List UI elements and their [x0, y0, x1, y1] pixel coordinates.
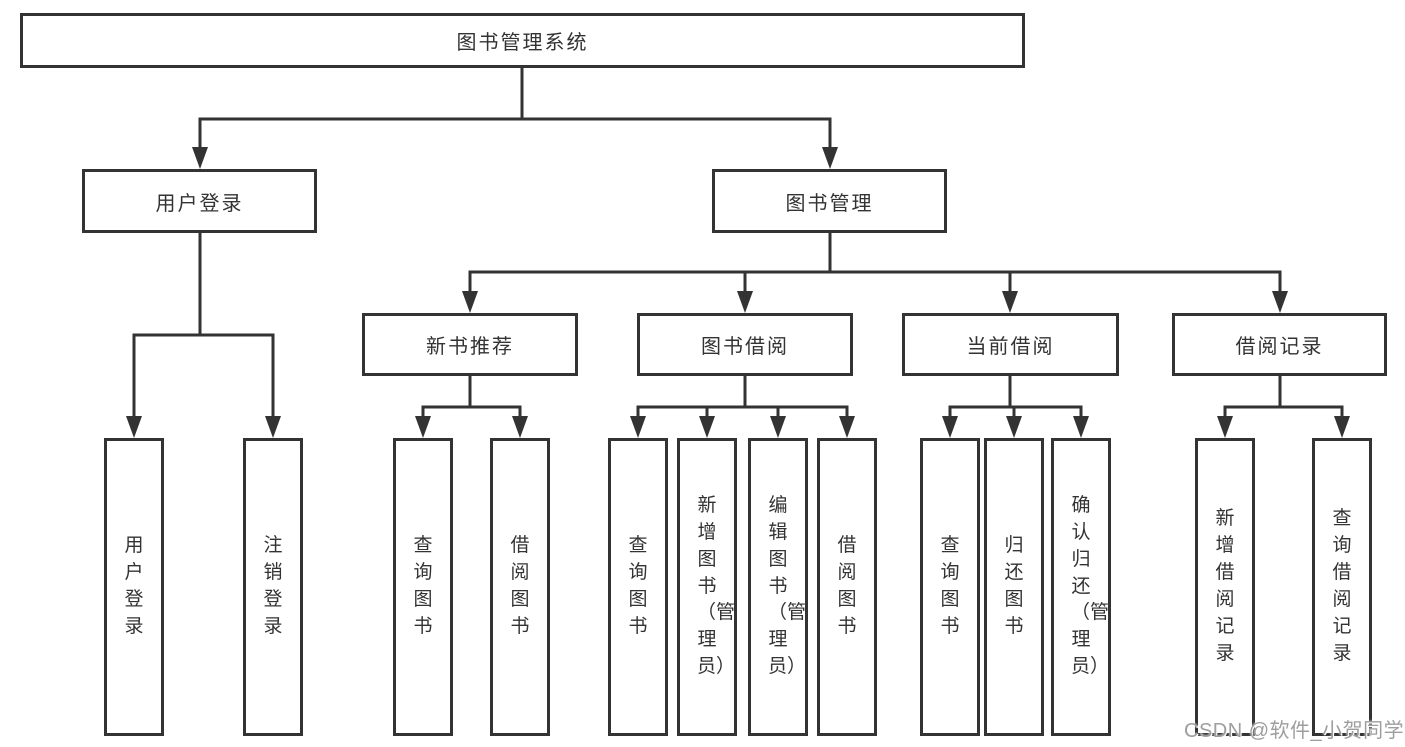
connector-root-to-level1 — [192, 66, 838, 169]
leaf-return-books: 归还图书 — [984, 438, 1044, 736]
node-root: 图书管理系统 — [20, 13, 1025, 68]
leaf-query-books-recommend: 查询图书 — [393, 438, 453, 736]
node-book-management-label: 图书管理 — [785, 192, 874, 215]
arrowhead — [126, 416, 142, 438]
node-book-management: 图书管理 — [712, 169, 947, 233]
node-new-book-recommend-label: 新书推荐 — [426, 336, 514, 358]
arrowhead — [265, 416, 281, 438]
leaf-logout-label: 注销登录 — [263, 535, 283, 637]
node-borrow-records: 借阅记录 — [1172, 313, 1387, 376]
leaf-add-books-admin-label: 新增图书（管理员） — [697, 494, 736, 678]
arrowhead — [942, 416, 958, 438]
leaf-borrow-books-recommend: 借阅图书 — [490, 438, 550, 736]
arrowhead — [1272, 291, 1288, 313]
arrowhead — [1002, 291, 1018, 313]
arrowhead — [1217, 416, 1233, 438]
node-new-book-recommend: 新书推荐 — [362, 313, 578, 376]
arrowhead — [699, 416, 715, 438]
connector-book-borrow-to-leaves — [630, 374, 855, 438]
leaf-edit-books-admin-label: 编辑图书（管理员） — [768, 494, 807, 678]
arrowhead — [512, 416, 528, 438]
leaf-user-login-label: 用户登录 — [124, 535, 144, 637]
arrowhead — [737, 291, 753, 313]
arrowhead — [192, 147, 208, 169]
node-user-login: 用户登录 — [82, 169, 317, 233]
leaf-borrow-books-label: 借阅图书 — [837, 535, 857, 637]
arrowhead — [770, 416, 786, 438]
leaf-add-borrow-record-label: 新增借阅记录 — [1215, 508, 1235, 664]
leaf-confirm-return-admin: 确认归还（管理员） — [1051, 438, 1111, 736]
arrowhead — [415, 416, 431, 438]
leaf-borrow-books-recommend-label: 借阅图书 — [510, 535, 530, 637]
node-root-label: 图书管理系统 — [456, 32, 589, 54]
node-user-login-label: 用户登录 — [155, 192, 244, 215]
arrowhead — [1073, 416, 1089, 438]
node-current-borrow-label: 当前借阅 — [966, 336, 1055, 358]
node-book-borrow: 图书借阅 — [637, 313, 853, 376]
arrowhead — [462, 291, 478, 313]
leaf-query-borrow-record-label: 查询借阅记录 — [1332, 508, 1352, 664]
leaf-query-books-borrow: 查询图书 — [608, 438, 668, 736]
leaf-query-books-borrow-label: 查询图书 — [628, 535, 648, 637]
leaf-add-books-admin: 新增图书（管理员） — [677, 438, 737, 736]
connector-book-management-to-modules — [462, 231, 1288, 313]
arrowhead — [1006, 416, 1022, 438]
leaf-query-books-current-label: 查询图书 — [940, 535, 960, 637]
connector-borrow-records-to-leaves — [1217, 374, 1350, 438]
connector-new-book-to-leaves — [415, 374, 528, 438]
node-borrow-records-label: 借阅记录 — [1235, 336, 1324, 358]
leaf-query-borrow-record: 查询借阅记录 — [1312, 438, 1372, 736]
node-book-borrow-label: 图书借阅 — [701, 336, 789, 358]
arrowhead — [839, 416, 855, 438]
arrowhead — [822, 147, 838, 169]
node-current-borrow: 当前借阅 — [902, 313, 1119, 376]
arrowhead — [1334, 416, 1350, 438]
leaf-edit-books-admin: 编辑图书（管理员） — [748, 438, 808, 736]
arrowhead — [630, 416, 646, 438]
leaf-logout: 注销登录 — [243, 438, 303, 736]
connector-current-borrow-to-leaves — [942, 374, 1089, 438]
leaf-borrow-books: 借阅图书 — [817, 438, 877, 736]
leaf-user-login: 用户登录 — [104, 438, 164, 736]
csdn-watermark: CSDN @软件_小贺同学 — [1184, 720, 1405, 742]
leaf-return-books-label: 归还图书 — [1004, 535, 1024, 637]
leaf-query-books-recommend-label: 查询图书 — [413, 535, 433, 637]
connector-user-login-to-leaves — [126, 231, 281, 438]
leaf-confirm-return-admin-label: 确认归还（管理员） — [1071, 494, 1110, 678]
leaf-add-borrow-record: 新增借阅记录 — [1195, 438, 1255, 736]
leaf-query-books-current: 查询图书 — [920, 438, 980, 736]
